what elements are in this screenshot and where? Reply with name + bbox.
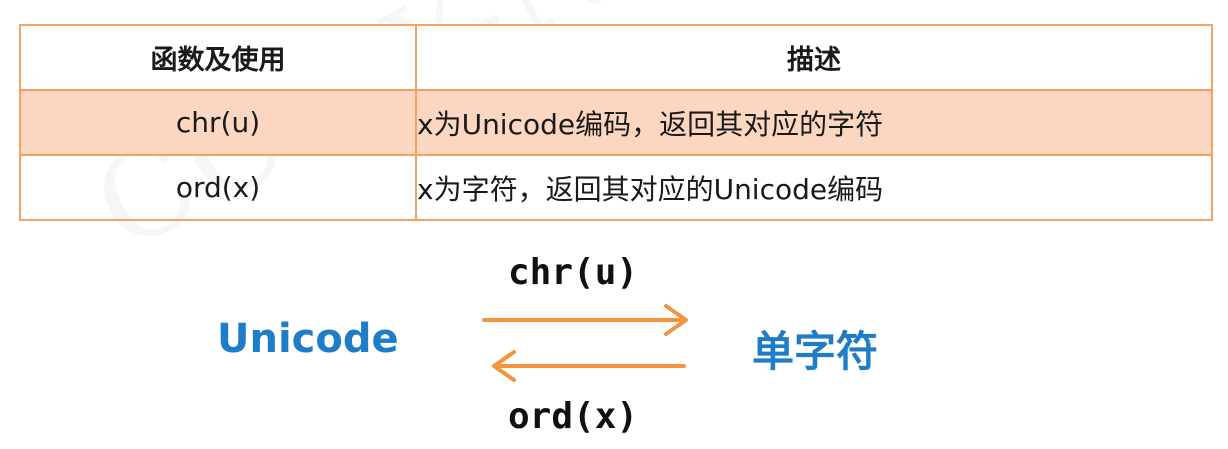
table-cell-description: x为Unicode编码，返回其对应的字符	[415, 89, 1213, 156]
function-table: 函数及使用 描述 chr(u) x为Unicode编码，返回其对应的字符 ord…	[19, 24, 1213, 221]
single-char-label: 单字符	[752, 327, 879, 376]
table-header-function: 函数及使用	[19, 24, 417, 91]
table-row: ord(x) x为字符，返回其对应的Unicode编码	[19, 154, 1213, 221]
table-row: chr(u) x为Unicode编码，返回其对应的字符	[19, 89, 1213, 156]
table-cell-description: x为字符，返回其对应的Unicode编码	[415, 154, 1213, 221]
ord-code-label: ord(x)	[508, 396, 639, 437]
chr-code-label: chr(u)	[508, 252, 639, 293]
conversion-arrows	[482, 304, 688, 382]
unicode-label: Unicode	[217, 316, 399, 362]
table-cell-function: chr(u)	[19, 89, 417, 156]
table-cell-function: ord(x)	[19, 154, 417, 221]
table-header-description: 描述	[415, 24, 1213, 91]
table-header-row: 函数及使用 描述	[19, 24, 1213, 91]
arrow-right-icon	[482, 304, 688, 336]
arrow-left-icon	[492, 350, 686, 382]
